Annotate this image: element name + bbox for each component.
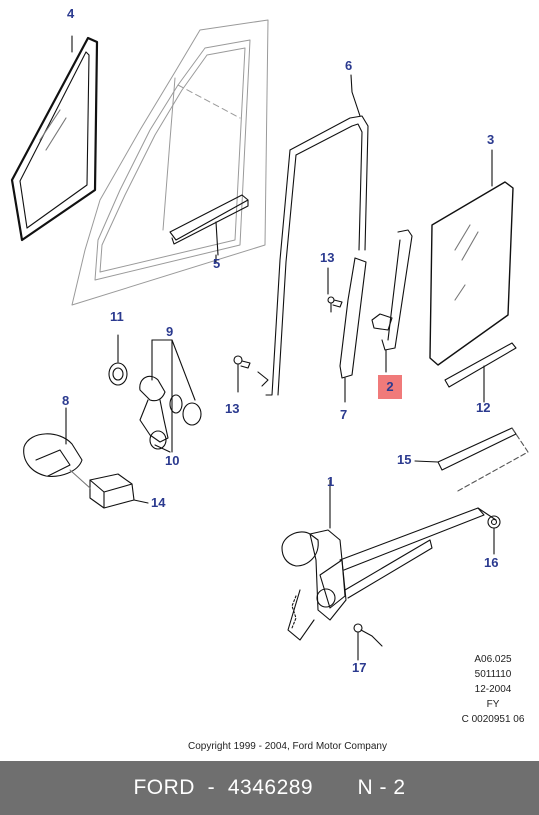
drawing-reference: A06.025 5011110 12-2004 FY C 0020951 06 xyxy=(455,652,531,727)
callout-10: 10 xyxy=(165,453,180,468)
brand-name: FORD xyxy=(133,776,195,799)
reference-line: FY xyxy=(486,699,500,710)
lower-glass-run xyxy=(444,342,517,399)
spacer xyxy=(215,776,221,799)
reference-line: 12-2004 xyxy=(474,684,512,695)
part-number: 4346289 xyxy=(227,776,314,799)
callout-15: 15 xyxy=(397,452,412,467)
reference-line: A06.025 xyxy=(474,654,512,665)
division-bar xyxy=(339,257,367,403)
separator-dash-text: - xyxy=(207,776,216,799)
spacer-wide xyxy=(319,776,351,799)
glass-run-channel xyxy=(257,74,369,396)
reference-line: C 0020951 06 xyxy=(461,714,525,725)
fastener-upper xyxy=(327,267,343,313)
window-switch xyxy=(69,469,149,509)
callout-5: 5 xyxy=(213,256,221,271)
regulator-assembly xyxy=(281,479,497,641)
callout-2-highlighted: 2 xyxy=(378,375,402,399)
guide-rail xyxy=(414,427,529,493)
callout-12: 12 xyxy=(476,400,491,415)
regulator-cable xyxy=(353,623,383,661)
exploded-view-drawing xyxy=(10,19,529,661)
callout-17: 17 xyxy=(352,660,367,675)
fastener-lower xyxy=(233,355,251,393)
quarter-window-glass xyxy=(10,35,99,242)
callout-4: 4 xyxy=(67,6,75,21)
callout-11: 11 xyxy=(110,309,124,324)
rear-glass-channel xyxy=(371,229,413,373)
part-footer-bar: FORD - 4346289 N - 2 xyxy=(0,761,539,815)
callout-13-upper: 13 xyxy=(320,250,335,265)
belt-moulding xyxy=(169,194,249,256)
callout-6: 6 xyxy=(345,58,353,73)
reference-line: 5011110 xyxy=(474,669,512,680)
copyright-notice: Copyright 1999 - 2004, Ford Motor Compan… xyxy=(188,741,387,752)
callout-16: 16 xyxy=(484,555,499,570)
door-frame xyxy=(71,19,269,306)
callout-13-lower: 13 xyxy=(225,401,240,416)
regulator-handle xyxy=(108,334,202,453)
door-glass xyxy=(429,149,514,366)
callout-9: 9 xyxy=(166,324,174,339)
speaker-housing xyxy=(23,407,83,477)
callout-3: 3 xyxy=(487,132,495,147)
callout-7: 7 xyxy=(340,407,348,422)
callout-8: 8 xyxy=(62,393,70,408)
callout-1: 1 xyxy=(327,474,335,489)
callout-14: 14 xyxy=(151,495,166,510)
retaining-nut xyxy=(487,515,501,555)
leader-lines xyxy=(154,254,485,453)
diagram-position: N - 2 xyxy=(357,776,406,799)
